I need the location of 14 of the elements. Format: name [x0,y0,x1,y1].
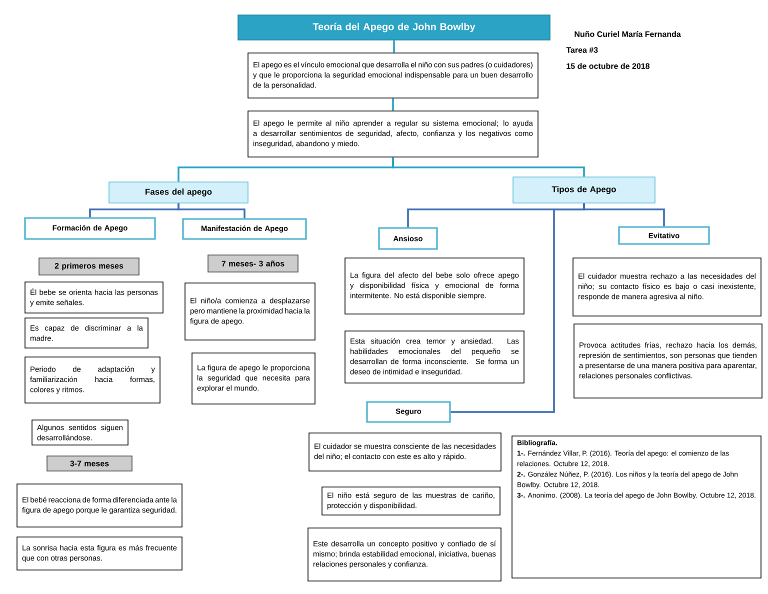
connector-line [450,203,585,413]
connector-line [392,98,394,111]
period-box: 3-7 meses [46,456,132,472]
author-note: 15 de octubre de 2018 [566,63,650,69]
connector-line [178,203,246,218]
period-box: 7 meses- 3 años [208,254,298,272]
author-note: Nuño Curiel María Fernanda [574,31,681,37]
period-box: 2 primeros meses [38,258,140,276]
author-note: Tarea #3 [566,47,598,53]
heading-box: Fases del apego [108,182,248,204]
title-box: Teoría del Apego de John Bowlby [238,14,550,40]
connector-line [393,40,395,53]
connector-line [392,157,585,177]
heading-box: Tipos de Apego [512,176,656,204]
